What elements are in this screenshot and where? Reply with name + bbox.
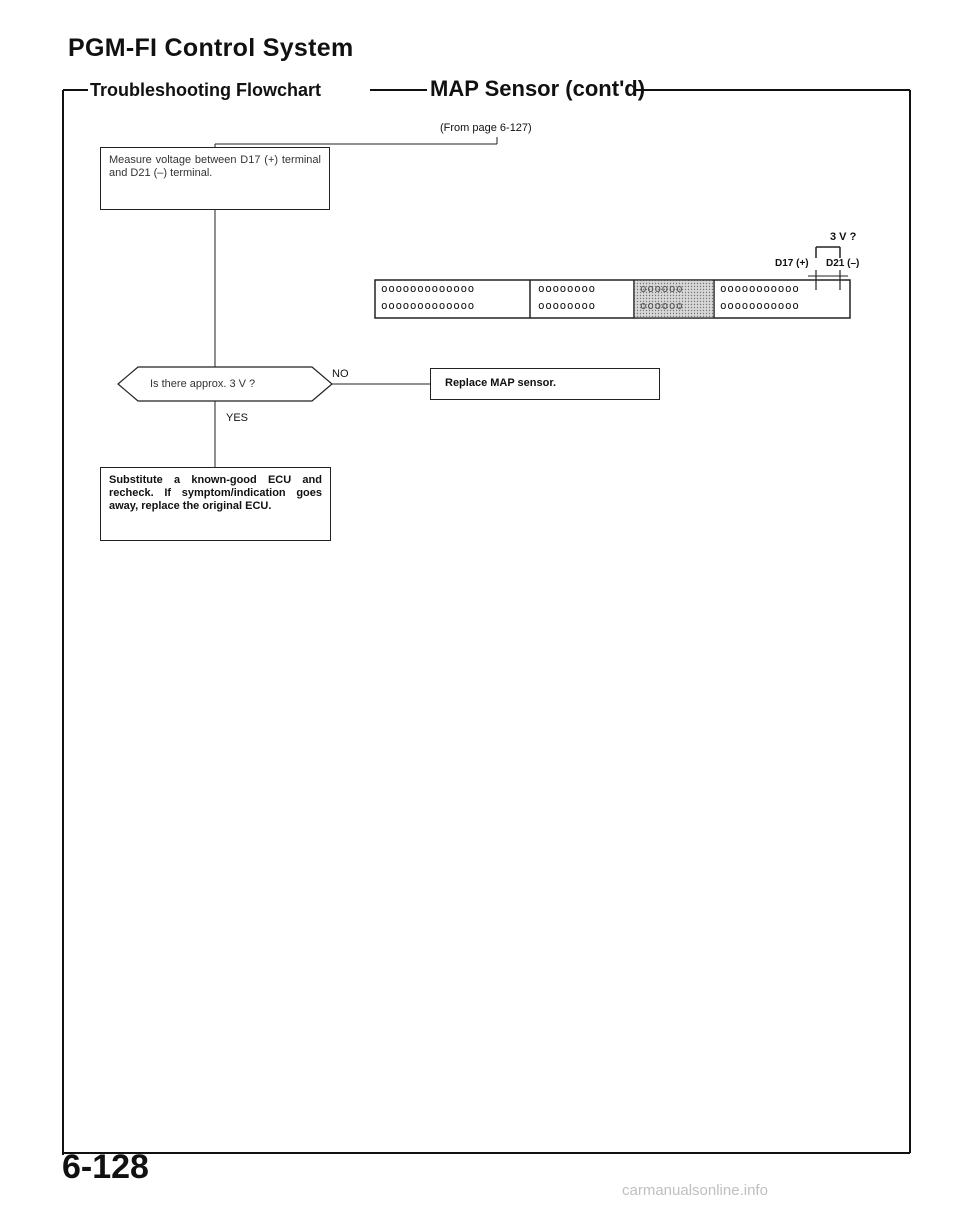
connector-row-2: ooooooooooooo oooooooo oooooo oooooooooo… <box>375 299 850 315</box>
ecu-connector <box>374 279 851 319</box>
measure-voltage-step: Measure voltage between D17 (+) terminal… <box>100 147 330 210</box>
topic-subtitle: MAP Sensor (cont'd) <box>430 76 646 101</box>
page-number: 6-128 <box>62 1148 149 1186</box>
pin-group-4: ooooooooooo <box>720 299 800 312</box>
pin-group-3: oooooo <box>640 299 684 312</box>
pin-group-1: ooooooooooooo <box>381 299 475 312</box>
from-page-reference: (From page 6-127) <box>440 122 532 134</box>
terminal-d17-label: D17 (+) <box>775 258 809 269</box>
voltage-check-label: 3 V ? <box>830 231 857 243</box>
pin-group-3: oooooo <box>640 282 684 295</box>
page-title: PGM-FI Control System <box>68 34 354 62</box>
connector-row-1: ooooooooooooo oooooooo oooooo oooooooooo… <box>375 282 850 298</box>
decision-question: Is there approx. 3 V ? <box>150 378 256 390</box>
pin-group-4: ooooooooooo <box>720 282 800 295</box>
replace-map-sensor-step: Replace MAP sensor. <box>430 368 660 400</box>
yes-branch-label: YES <box>226 412 249 424</box>
watermark: carmanualsonline.info <box>622 1182 768 1199</box>
terminal-d21-label: D21 (–) <box>826 258 860 269</box>
section-subtitle: Troubleshooting Flowchart <box>90 80 321 100</box>
no-branch-label: NO <box>332 368 349 380</box>
pin-group-1: ooooooooooooo <box>381 282 475 295</box>
pin-group-2: oooooooo <box>538 299 596 312</box>
pin-group-2: oooooooo <box>538 282 596 295</box>
connector-shaded-section <box>634 280 714 318</box>
substitute-ecu-step: Substitute a known-good ECU and recheck.… <box>100 467 331 541</box>
decision-shape <box>117 366 333 402</box>
